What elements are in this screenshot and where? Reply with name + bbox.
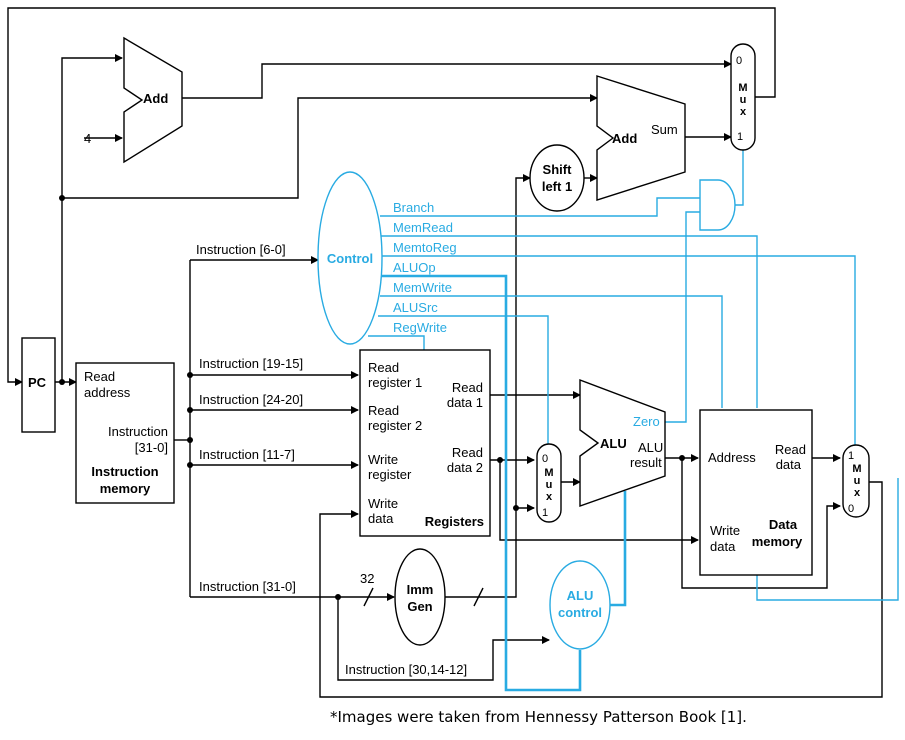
mux-wb-in0: 0 — [848, 503, 854, 515]
alu-result-2: result — [630, 455, 662, 470]
alu-result-1: ALU — [638, 440, 663, 455]
data-memory — [699, 409, 813, 576]
mux-pc-m: M — [738, 82, 747, 94]
reg-title: Registers — [425, 514, 484, 529]
reg-wd-2: data — [368, 511, 394, 526]
control-wires — [368, 150, 899, 692]
control-signal-labels: Branch MemRead MemtoReg ALUOp MemWrite A… — [393, 200, 457, 335]
imem-read-1: Read — [84, 369, 115, 384]
signal-memtoreg: MemtoReg — [393, 240, 457, 255]
dmem-title-1: Data — [769, 517, 798, 532]
dmem-address: Address — [708, 450, 756, 465]
reg-rd1-2: data 1 — [447, 395, 483, 410]
field-19-15: Instruction [19-15] — [199, 356, 303, 371]
field-30-14-12: Instruction [30,14-12] — [345, 662, 467, 677]
dmem-write-2: data — [710, 539, 736, 554]
instruction-memory — [75, 362, 175, 504]
signal-regwrite: RegWrite — [393, 320, 447, 335]
mux-pc-u: u — [740, 94, 747, 106]
mux-wb-m: M — [852, 463, 861, 475]
dmem-write-1: Write — [710, 523, 740, 538]
immgen-width: 32 — [360, 571, 374, 586]
signal-branch: Branch — [393, 200, 434, 215]
alu-label: ALU — [600, 436, 627, 451]
mux-pc-in1: 1 — [737, 131, 743, 143]
mux-wb-in1: 1 — [848, 450, 854, 462]
alu-control-label-1: ALU — [567, 588, 594, 603]
field-11-7: Instruction [11-7] — [199, 447, 295, 462]
control-unit — [317, 171, 383, 345]
reg-rr1-2: register 1 — [368, 375, 422, 390]
adder-branch-label: Add — [612, 131, 637, 146]
reg-wr-2: register — [368, 467, 412, 482]
black-wires — [7, 7, 883, 698]
mux-alusrc-m: M — [544, 467, 553, 479]
shift-label-2: left 1 — [542, 179, 572, 194]
mux-alusrc-in0: 0 — [542, 453, 548, 465]
adder-pc-label: Add — [143, 91, 168, 106]
register-file — [359, 349, 491, 537]
signal-alusrc: ALUSrc — [393, 300, 438, 315]
imem-title-2: memory — [100, 481, 151, 496]
field-31-0: Instruction [31-0] — [199, 579, 296, 594]
imem-read-2: address — [84, 385, 131, 400]
mux-wb-x: x — [854, 487, 861, 499]
mux-alusrc-in1: 1 — [542, 507, 548, 519]
reg-wr-1: Write — [368, 452, 398, 467]
adder-branch — [596, 75, 686, 201]
dmem-read-1: Read — [775, 442, 806, 457]
signal-memread: MemRead — [393, 220, 453, 235]
mux-pc-x: x — [740, 106, 747, 118]
immgen-width-slash-out — [473, 587, 484, 607]
dmem-read-2: data — [776, 457, 802, 472]
signal-memwrite: MemWrite — [393, 280, 452, 295]
alu — [579, 378, 666, 507]
reg-rd1-1: Read — [452, 380, 483, 395]
adder-pc — [123, 36, 183, 164]
alu-zero-label: Zero — [633, 414, 660, 429]
reg-rd2-1: Read — [452, 445, 483, 460]
figure-caption: *Images were taken from Hennessy Patters… — [330, 708, 747, 726]
imem-instr-2: [31-0] — [135, 440, 168, 455]
imm-gen — [394, 548, 446, 646]
shift-label-1: Shift — [543, 162, 573, 177]
imem-title-1: Instruction — [91, 464, 158, 479]
reg-rd2-2: data 2 — [447, 460, 483, 475]
field-6-0: Instruction [6-0] — [196, 242, 286, 257]
immgen-width-slash-in — [363, 587, 374, 607]
reg-wd-1: Write — [368, 496, 398, 511]
mux-alusrc — [536, 443, 562, 523]
mux-writeback — [842, 444, 870, 518]
junction-dots — [59, 195, 685, 600]
control-label: Control — [327, 251, 373, 266]
reg-rr2-2: register 2 — [368, 418, 422, 433]
alu-control-label-2: control — [558, 605, 602, 620]
adder-sum-label: Sum — [651, 122, 678, 137]
and-gate — [699, 179, 736, 231]
pc-register — [21, 337, 56, 433]
reg-rr1-1: Read — [368, 360, 399, 375]
datapath-diagram: PC Add 4 Add Sum Shift left 1 0 M u x 1 … — [7, 7, 899, 698]
signal-aluop: ALUOp — [393, 260, 436, 275]
mux-alusrc-u: u — [546, 479, 553, 491]
mux-pc — [730, 43, 756, 151]
pc-label: PC — [28, 375, 47, 390]
immgen-label-1: Imm — [407, 582, 434, 597]
mux-pc-in0: 0 — [736, 55, 742, 67]
imem-instr-1: Instruction — [108, 424, 168, 439]
mux-alusrc-x: x — [546, 491, 553, 503]
mux-wb-u: u — [854, 475, 861, 487]
immgen-label-2: Gen — [407, 599, 432, 614]
reg-rr2-1: Read — [368, 403, 399, 418]
dmem-title-2: memory — [752, 534, 803, 549]
constant-four: 4 — [84, 131, 91, 146]
field-24-20: Instruction [24-20] — [199, 392, 303, 407]
shift-left — [529, 144, 585, 212]
alu-control — [549, 560, 611, 650]
